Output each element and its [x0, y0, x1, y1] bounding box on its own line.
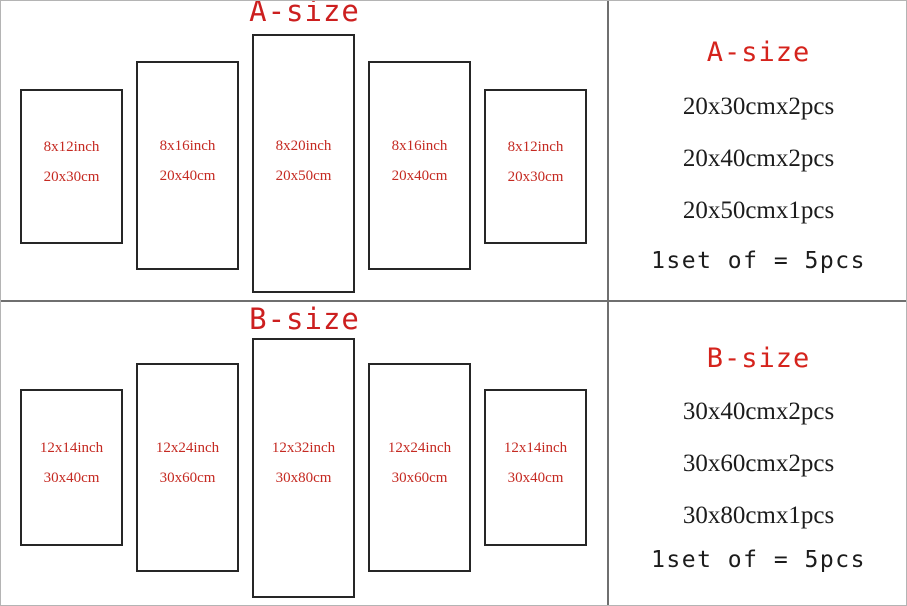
a-size-panel-4: 8x16inch 20x40cm	[368, 61, 471, 270]
a-size-panel-3: 8x20inch 20x50cm	[252, 34, 355, 293]
horizontal-divider	[1, 300, 906, 302]
a-size-info-line-2: 20x40cmx2pcs	[682, 145, 835, 172]
a-size-panel-5: 8x12inch 20x30cm	[484, 89, 587, 244]
a-size-panel-5-inch: 8x12inch	[507, 139, 564, 155]
a-size-info-line-3: 20x50cmx1pcs	[682, 197, 835, 224]
b-size-info-line-3: 30x80cmx1pcs	[682, 502, 835, 529]
b-size-panel-2: 12x24inch 30x60cm	[136, 363, 239, 572]
b-size-panel-1-inch: 12x14inch	[39, 440, 104, 456]
vertical-divider	[607, 1, 609, 605]
b-size-panel-5: 12x14inch 30x40cm	[484, 389, 587, 546]
a-size-info-total: 1set of = 5pcs	[651, 248, 866, 274]
a-size-panel-2: 8x16inch 20x40cm	[136, 61, 239, 270]
b-size-panel-3: 12x32inch 30x80cm	[252, 338, 355, 598]
b-size-panel-3-cm: 30x80cm	[275, 470, 332, 486]
b-size-panel-2-cm: 30x60cm	[159, 470, 216, 486]
b-size-panel-5-inch: 12x14inch	[503, 440, 568, 456]
a-size-panel-3-cm: 20x50cm	[275, 168, 332, 184]
a-size-info-line-1: 20x30cmx2pcs	[682, 93, 835, 120]
b-size-diagram: B-size 12x14inch 30x40cm 12x24inch 30x60…	[1, 302, 608, 605]
a-size-diagram-title: A-size	[249, 0, 360, 28]
a-size-panel-4-cm: 20x40cm	[391, 168, 448, 184]
b-size-info: B-size 30x40cmx2pcs 30x60cmx2pcs 30x80cm…	[609, 302, 906, 605]
b-size-diagram-title: B-size	[249, 302, 360, 336]
a-size-panel-3-inch: 8x20inch	[275, 138, 332, 154]
b-size-panel-5-cm: 30x40cm	[507, 470, 564, 486]
b-size-info-line-2: 30x60cmx2pcs	[682, 450, 835, 477]
a-size-info: A-size 20x30cmx2pcs 20x40cmx2pcs 20x50cm…	[609, 1, 906, 301]
a-size-diagram: A-size 8x12inch 20x30cm 8x16inch 20x40cm…	[1, 1, 608, 301]
a-size-panel-1: 8x12inch 20x30cm	[20, 89, 123, 244]
b-size-panel-2-inch: 12x24inch	[155, 440, 220, 456]
b-size-info-title: B-size	[706, 343, 811, 374]
b-size-panel-4-cm: 30x60cm	[391, 470, 448, 486]
a-size-panel-2-cm: 20x40cm	[159, 168, 216, 184]
a-size-panel-2-inch: 8x16inch	[159, 138, 216, 154]
a-size-panel-1-inch: 8x12inch	[43, 139, 100, 155]
b-size-panel-3-inch: 12x32inch	[271, 440, 336, 456]
b-size-info-total: 1set of = 5pcs	[651, 547, 866, 573]
b-size-panel-1: 12x14inch 30x40cm	[20, 389, 123, 546]
a-size-info-title: A-size	[706, 37, 811, 68]
a-size-panel-4-inch: 8x16inch	[391, 138, 448, 154]
b-size-panel-1-cm: 30x40cm	[43, 470, 100, 486]
b-size-info-line-1: 30x40cmx2pcs	[682, 398, 835, 425]
b-size-panel-4-inch: 12x24inch	[387, 440, 452, 456]
b-size-panel-4: 12x24inch 30x60cm	[368, 363, 471, 572]
a-size-panel-5-cm: 20x30cm	[507, 169, 564, 185]
a-size-panel-1-cm: 20x30cm	[43, 169, 100, 185]
